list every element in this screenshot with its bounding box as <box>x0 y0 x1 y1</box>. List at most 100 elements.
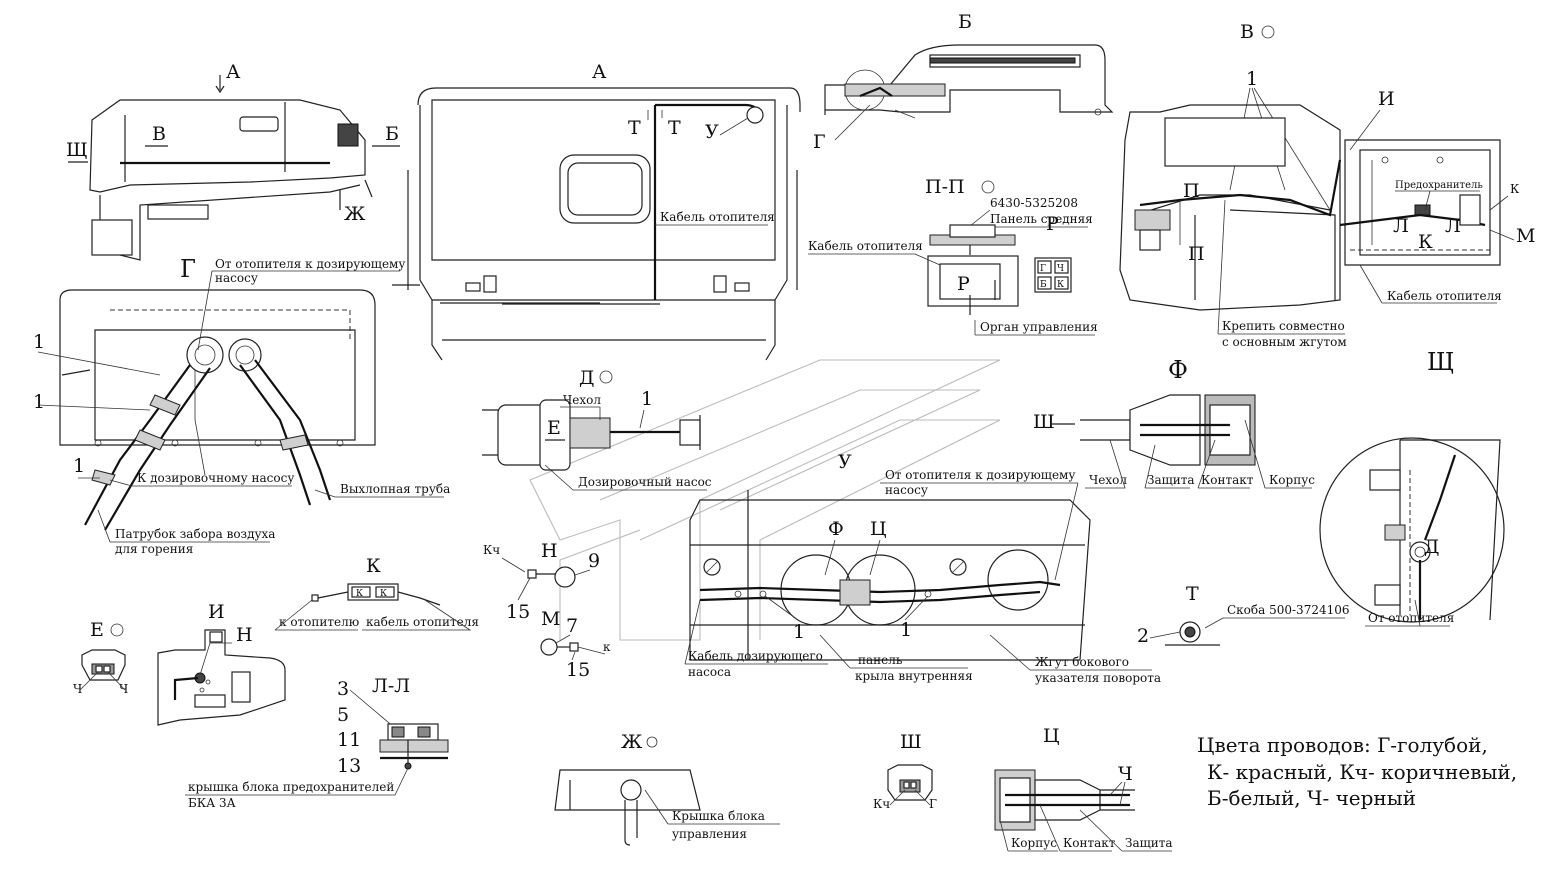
view-d-e-label: Е <box>547 417 561 439</box>
view-k-pin2: К <box>380 589 387 599</box>
view-g: Г От отопителя к дозирующему насосу 1 1 … <box>33 255 450 556</box>
view-sh-kch: Кч <box>873 797 890 811</box>
view-d-pump-label: Дозировочный насос <box>578 475 712 489</box>
view-u-title: У <box>838 451 852 473</box>
view-g-label-doser: К дозировочному насосу <box>137 471 294 485</box>
view-ts: Ц Ч Корпус Контакт Защита <box>994 725 1173 852</box>
view-ll-11: 11 <box>337 729 361 751</box>
heater-box <box>337 123 359 147</box>
view-ts-korpus: Корпус <box>1011 836 1057 850</box>
view-m-title: М <box>541 608 560 630</box>
v-arrow-label: В <box>152 123 166 145</box>
view-ts-kontakt: Контакт <box>1063 836 1116 850</box>
view-g-title: Г <box>180 255 196 283</box>
view-u-turn2: указателя поворота <box>1035 671 1161 685</box>
view-ll-title: Л-Л <box>372 675 410 697</box>
view-ll-cover1: крышка блока предохранителей <box>188 780 394 794</box>
view-g-label-exhaust: Выхлопная труба <box>340 482 450 496</box>
cab-side-view: А Щ В Б Ж <box>66 61 400 261</box>
view-b-bracket <box>844 83 946 97</box>
rear-light-right <box>734 282 750 292</box>
view-g-label-heater2: насосу <box>215 271 258 285</box>
view-ts-ch: Ч <box>1118 763 1133 785</box>
shch-arrow-label: Щ <box>66 139 88 161</box>
view-zh-title: Ж <box>621 731 643 753</box>
legend-line-2: К- красный, Кч- коричневый, <box>1207 760 1517 784</box>
view-shch-label: От отопителя <box>1368 611 1454 625</box>
view-v-m-label: М <box>1516 225 1535 247</box>
view-b-title: Б <box>958 11 972 33</box>
view-ll-13: 13 <box>337 755 361 777</box>
view-g-callout-1a: 1 <box>33 331 45 353</box>
door-handle <box>239 116 279 132</box>
view-f-chekhol: Чехол <box>1089 473 1127 487</box>
view-v-note-line2: с основным жгутом <box>1222 335 1347 349</box>
view-shch-title: Щ <box>1427 348 1454 376</box>
view-f-title: Ф <box>1168 356 1188 384</box>
view-d-callout: 1 <box>641 388 653 410</box>
section-pp: П-П 6430-5325208 Панель средняя Кабель о… <box>808 176 1098 336</box>
view-f: Ф Ш Чехол Защита Контакт Корпус <box>1033 356 1315 489</box>
view-e-pin1: Ч <box>73 682 82 696</box>
r-pin-k: К <box>1057 280 1064 290</box>
view-v-note-line1: Крепить совместно <box>1222 319 1345 333</box>
view-k: К К К к отопителю кабель отопителя <box>274 555 479 631</box>
view-zh-label2: управления <box>672 827 747 841</box>
zh-arrow-label: Ж <box>344 203 366 225</box>
view-sh-g: Г <box>929 797 937 811</box>
view-e-title: Е <box>90 619 104 641</box>
pp-cable-label: Кабель отопителя <box>808 239 923 253</box>
heater-port-2 <box>228 338 262 372</box>
view-shch: Щ Д От отопителя <box>1319 348 1505 627</box>
view-v: В 1 И П П Предохранитель К Л Л К М <box>1119 21 1535 349</box>
view-u-callout-1b: 1 <box>900 619 912 641</box>
view-d-chekhol: Чехол <box>563 393 601 407</box>
view-t-title: Т <box>1186 583 1199 605</box>
view-t-callout: 2 <box>1137 625 1149 647</box>
r-pin-b: Б <box>1040 280 1047 290</box>
view-u-label-heater2: насосу <box>885 483 928 497</box>
view-t-bracket: Скоба 500-3724106 <box>1227 603 1350 617</box>
cab-rear-view: А Т Т У Кабель отопителя <box>392 61 801 361</box>
view-g-callout-1c: 1 <box>73 455 85 477</box>
view-n-9: 9 <box>588 550 600 572</box>
mount-left <box>483 275 497 293</box>
view-d-title: Д <box>579 367 594 389</box>
view-v-callout: 1 <box>1246 68 1258 90</box>
view-t: Т Скоба 500-3724106 2 <box>1137 583 1350 647</box>
heater-port-1 <box>186 336 224 374</box>
view-u-callout-1a: 1 <box>793 621 805 643</box>
view-u-turn1: Жгут бокового <box>1035 655 1129 669</box>
rear-light-left <box>465 282 481 292</box>
view-v-panel <box>1164 117 1286 167</box>
view-m-k: к <box>603 640 611 654</box>
view-m-7: 7 <box>566 615 578 637</box>
rear-heater-cable-label: Кабель отопителя <box>660 210 775 224</box>
r-pin-g: Г <box>1040 264 1046 274</box>
view-g-label-intake2: для горения <box>115 542 193 556</box>
t-mark-2: Т <box>668 117 681 139</box>
view-v-i-label: И <box>1378 88 1395 110</box>
view-v-cable-label: Кабель отопителя <box>1387 289 1502 303</box>
view-ll-3: 3 <box>337 678 349 700</box>
view-ll-cover2: БКА 3А <box>188 796 236 810</box>
view-v-k2-label: К <box>1418 231 1433 253</box>
view-i: И Н <box>157 601 286 726</box>
view-f-kontakt: Контакт <box>1201 473 1254 487</box>
view-b: Б Г <box>813 11 1114 153</box>
panel-part-number: 6430-5325208 <box>990 196 1078 210</box>
view-k-heater-cable: кабель отопителя <box>366 615 479 629</box>
view-ts-title: Ц <box>1043 725 1060 747</box>
t-mark-1: Т <box>628 117 641 139</box>
view-ts-zashchita: Защита <box>1125 836 1173 850</box>
view-b-g-label: Г <box>813 131 826 153</box>
view-u-dosing-cable1: Кабель дозирующего <box>688 649 823 663</box>
view-ll-5: 5 <box>337 704 349 726</box>
panel-name: Панель средняя <box>990 212 1093 226</box>
wire-color-legend: Цвета проводов: Г-голубой, К- красный, К… <box>1197 733 1517 810</box>
view-u-ts: Ц <box>870 518 887 540</box>
battery-box <box>147 204 209 220</box>
view-f-zashchita: Защита <box>1147 473 1195 487</box>
step <box>91 219 133 256</box>
